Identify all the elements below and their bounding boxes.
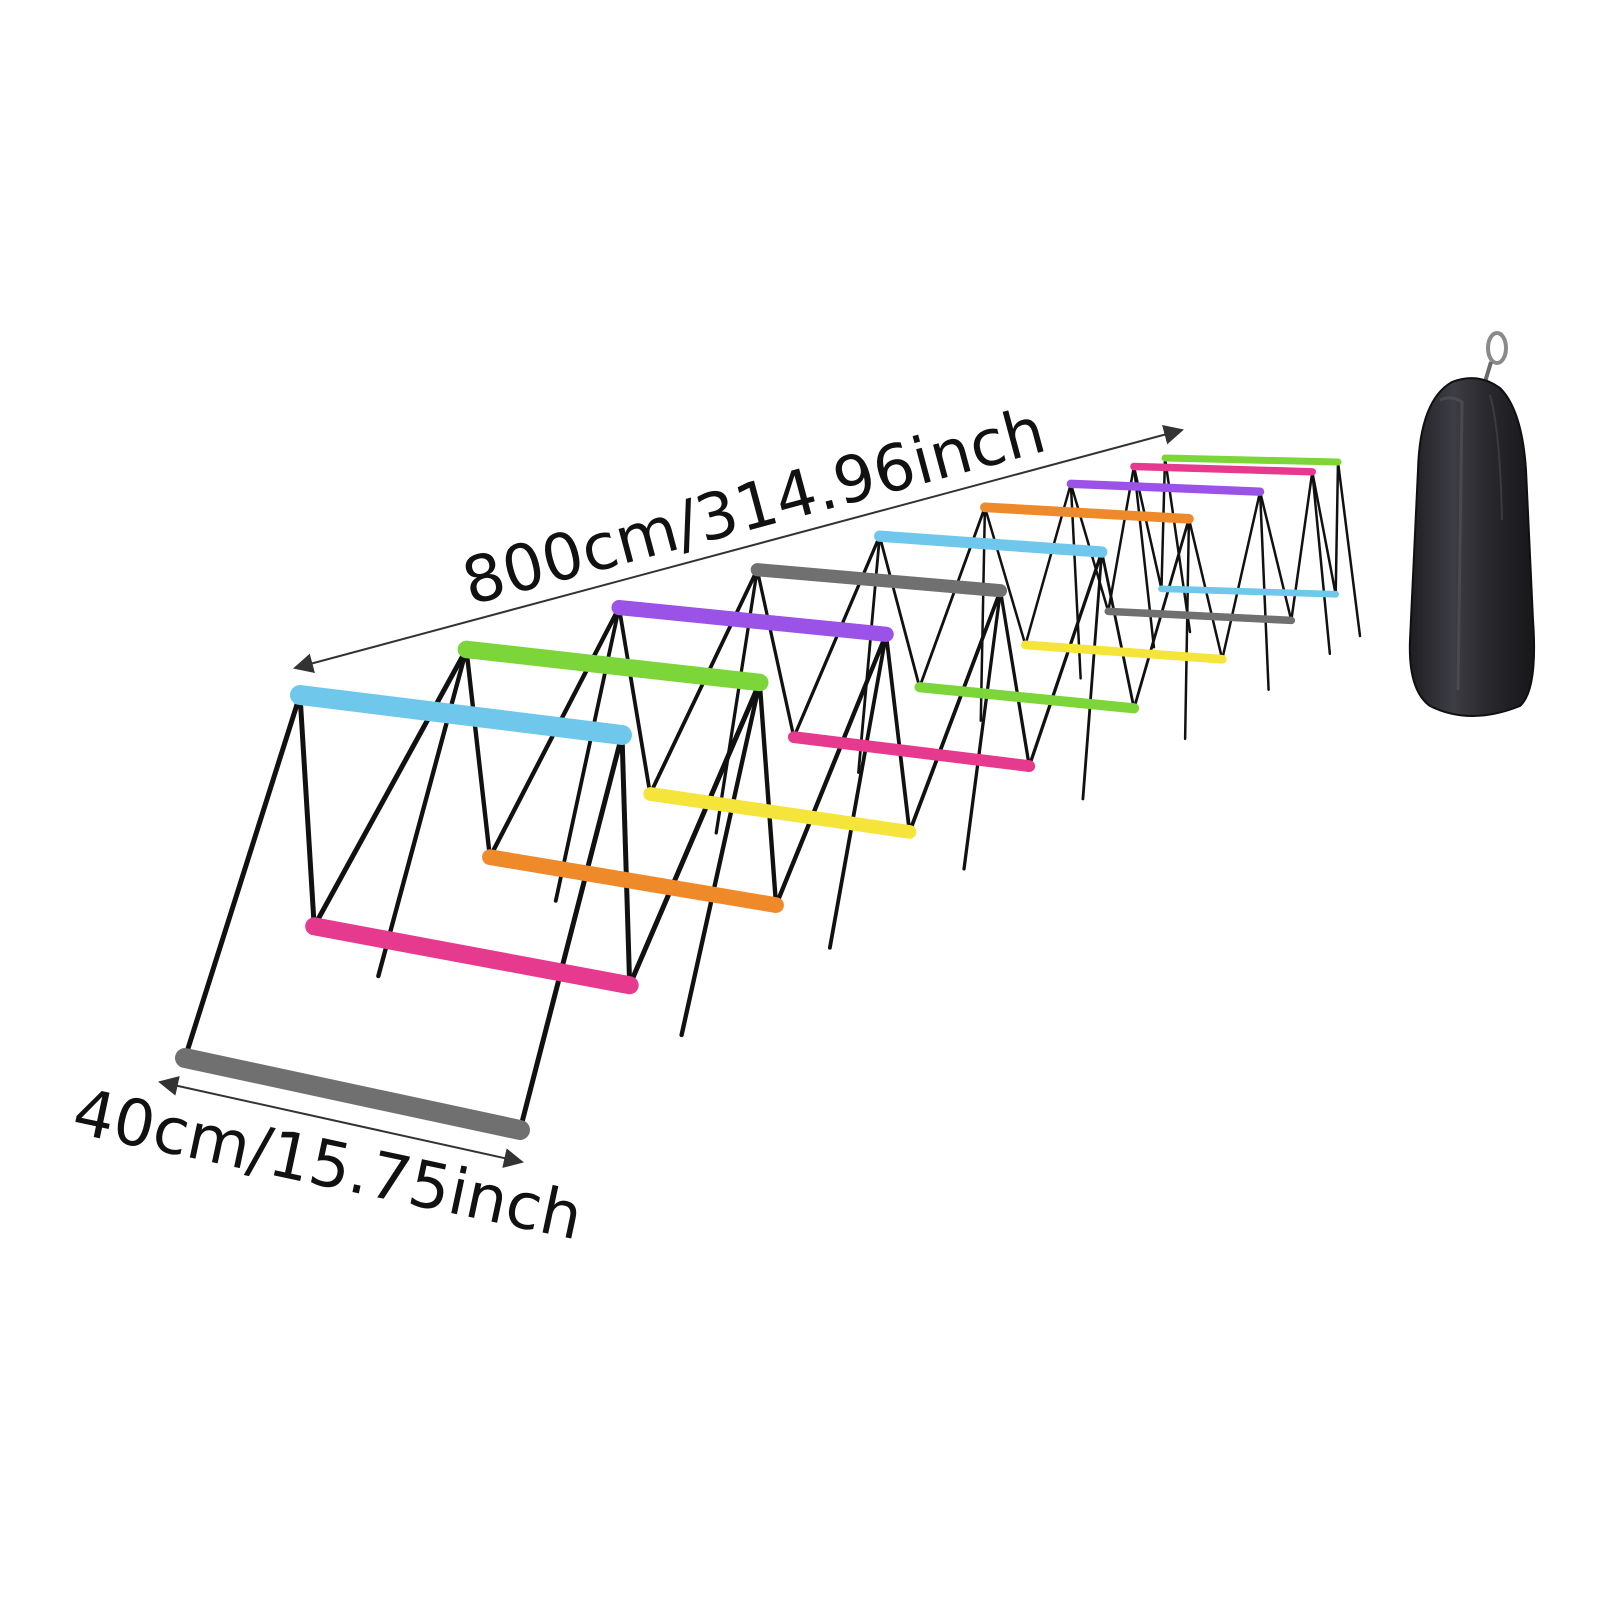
frame-diagonal [1027,550,1104,768]
frame-diagonal [311,646,469,929]
bottom-rung [914,682,1140,714]
frame-diagonal [757,680,779,908]
frame-diagonal [773,632,889,908]
width-arrow [158,1076,524,1168]
frame-diagonal [1311,470,1337,596]
frame-diagonal [1220,490,1262,661]
frame-leg [182,692,303,1061]
frame-diagonal [884,632,912,834]
top-rung [1130,462,1317,476]
frame-leg [1132,465,1156,649]
frame-leg [827,632,889,950]
top-rung [874,530,1108,558]
bottom-rung [643,787,917,839]
frame-leg [1081,550,1104,801]
length-arrow [293,425,1184,673]
bottom-rung [787,731,1036,773]
frame-diagonal [1290,470,1314,622]
top-rung [750,563,1008,598]
frame-diagonal [297,692,317,929]
frame-diagonal [907,588,1003,834]
frame-diagonal [464,647,493,860]
top-rung [290,685,632,745]
top-rung [980,502,1194,524]
frame-diagonal [878,534,921,689]
frame-diagonal [1258,490,1293,622]
carabiner-icon [1483,331,1508,383]
bottom-rung [305,917,639,995]
bottom-rung [1104,607,1296,625]
ladder-frames [182,456,1362,1133]
top-rung [1066,479,1265,496]
bottom-rung [1158,585,1340,598]
bottom-rung [482,849,784,914]
frame-leg [1336,460,1362,638]
frame-diagonal [1160,456,1167,591]
width-label: 40cm/15.75inch [67,1075,589,1255]
frame-leg [679,680,762,1038]
ladder-rungs [175,454,1342,1140]
frame-leg [517,732,625,1133]
frame-diagonal [998,589,1031,768]
frame-diagonal [627,679,763,988]
frame-diagonal [1100,550,1136,710]
frame-diagonal [1334,460,1340,596]
frame-leg [1183,517,1191,741]
frame-diagonal [619,732,633,988]
storage-bag-icon [1408,331,1536,717]
frame-leg [553,605,621,903]
top-rung [1161,454,1342,466]
frame-leg [1311,470,1332,655]
